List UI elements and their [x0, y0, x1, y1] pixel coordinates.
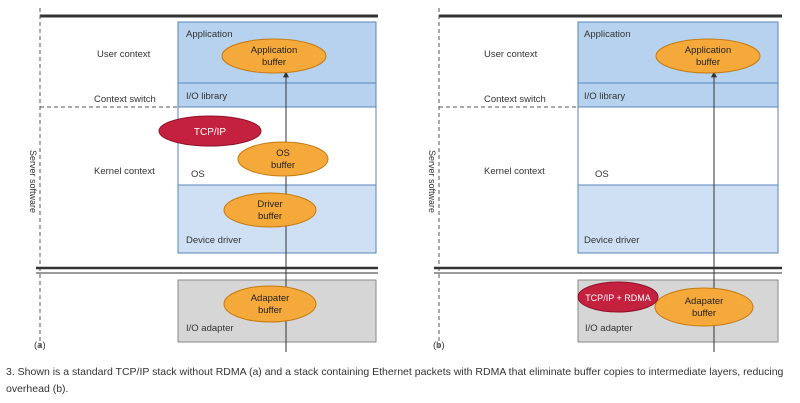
adapter-buffer: [223, 285, 317, 323]
panel-a-label: (a): [34, 340, 46, 351]
protocol-tcpip-rdma: [577, 281, 659, 313]
protocol-tcpip-rdma-label: TCP/IP + RDMA: [585, 293, 651, 303]
os-layer-label-b: OS: [595, 169, 609, 180]
kernel-context-label-b: Kernel context: [484, 166, 545, 177]
os-buffer-line2: buffer: [271, 160, 295, 171]
application-buffer: [221, 38, 327, 74]
adapter-buffer-line2: buffer: [258, 305, 282, 316]
driver-buffer-line1: Driver: [257, 199, 282, 210]
panel-b-label: (b): [433, 340, 445, 351]
context-switch-label: Context switch: [94, 94, 156, 105]
adapter-buffer-line1: Adapater: [251, 293, 290, 304]
adapter-buffer-b-line1: Adapater: [685, 296, 724, 307]
io-adapter-layer-label: I/O adapter: [186, 323, 234, 334]
server-software-label: Server software: [28, 150, 38, 213]
server-software-label-b: Server software: [427, 150, 437, 213]
driver-buffer: [223, 192, 317, 228]
device-driver-layer-label-b: Device driver: [584, 235, 639, 246]
application-buffer-line1: Application: [251, 45, 297, 56]
protocol-tcpip-label: TCP/IP: [194, 127, 227, 138]
io-library-layer-b: [577, 82, 779, 108]
device-driver-layer-b: [577, 184, 779, 254]
context-switch-label-b: Context switch: [484, 94, 546, 105]
io-library-layer-label: I/O library: [186, 91, 227, 102]
os-layer-b: [577, 106, 779, 186]
figure-caption: 3. Shown is a standard TCP/IP stack with…: [6, 366, 784, 395]
device-driver-layer-label: Device driver: [186, 235, 241, 246]
adapter-buffer-b: [654, 287, 754, 327]
panel-b: Server software Application I/O library …: [427, 8, 782, 352]
user-context-label-b: User context: [484, 49, 538, 60]
os-layer-label: OS: [191, 169, 205, 180]
application-buffer-b-line1: Application: [685, 45, 731, 56]
driver-buffer-line2: buffer: [258, 211, 282, 222]
panel-a: Server software Application I/O library …: [28, 8, 378, 352]
io-adapter-layer-label-b: I/O adapter: [585, 323, 633, 334]
application-buffer-b-line2: buffer: [696, 57, 720, 68]
application-layer-label-b: Application: [584, 29, 630, 40]
io-library-layer-label-b: I/O library: [584, 91, 625, 102]
user-context-label: User context: [97, 49, 151, 60]
adapter-buffer-b-line2: buffer: [692, 308, 716, 319]
application-buffer-line2: buffer: [262, 57, 286, 68]
application-layer-label: Application: [186, 29, 232, 40]
os-buffer: [237, 141, 329, 177]
protocol-tcpip: [158, 115, 262, 147]
kernel-context-label: Kernel context: [94, 166, 155, 177]
os-buffer-line1: OS: [276, 148, 290, 159]
application-buffer-b: [655, 38, 761, 74]
